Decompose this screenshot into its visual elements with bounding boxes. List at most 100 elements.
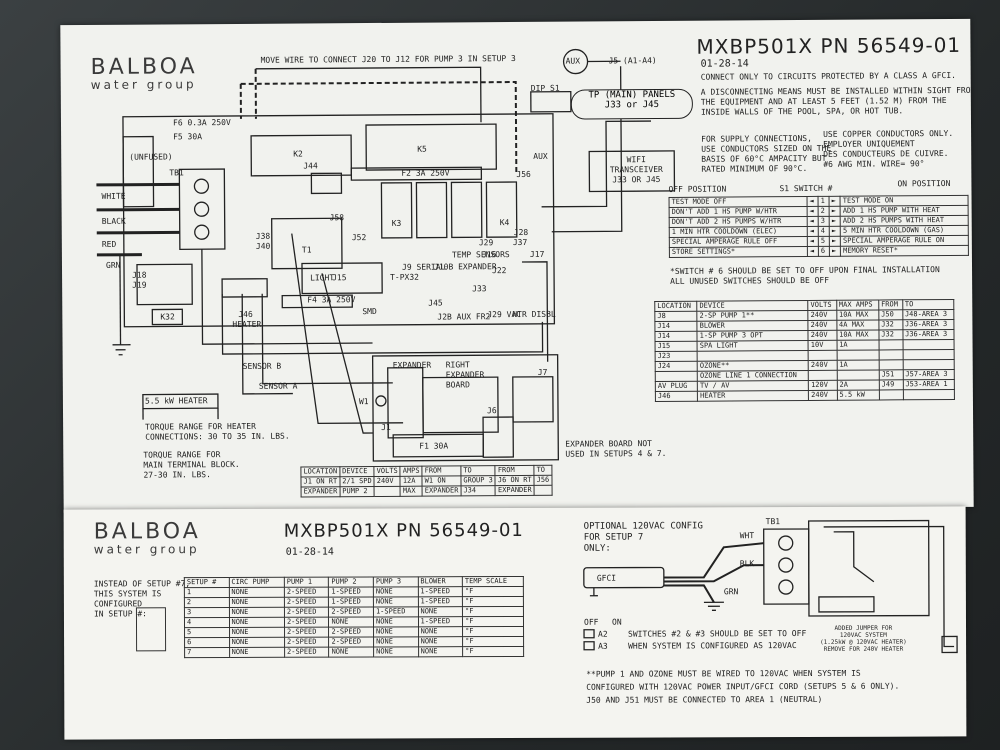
board-label: SENSOR A [258, 381, 298, 391]
table-cell: 4A MAX [836, 319, 879, 331]
board-label: F2 3A 250V [401, 168, 450, 178]
right-expander-line: RIGHT [445, 360, 470, 370]
table-cell: FROM [878, 299, 903, 310]
table-cell: 240V [808, 320, 837, 331]
table-cell [902, 359, 955, 370]
board-label: J7 [537, 367, 548, 377]
table-cell: J50 [878, 309, 903, 320]
wifi-line-2: TRANSCEIVER [609, 164, 663, 175]
table-cell: J34 [460, 485, 496, 496]
tb1-block [763, 528, 810, 605]
board-label: J58 [329, 213, 345, 223]
table-cell: 240V [808, 310, 837, 321]
table-cell: J56 [534, 475, 552, 486]
jumper-note: ADDED JUMPER FOR 120VAC SYSTEM (1.25kW @… [820, 625, 907, 653]
table-cell [808, 370, 837, 381]
board-label: J17 [529, 249, 545, 259]
table-cell: ◄ [807, 236, 819, 247]
table-cell: J24 [655, 361, 698, 372]
table-cell: ◄ [807, 206, 819, 217]
supply-notes-fr: USE COPPER CONDUCTORS ONLY. EMPLOYER UNI… [823, 129, 953, 170]
optional-config-svg [583, 519, 958, 654]
footnote: **PUMP 1 AND OZONE MUST BE WIRED TO 120V… [586, 667, 899, 707]
terminal-block [178, 168, 226, 251]
table-cell [902, 389, 955, 400]
table-cell: 240V [808, 390, 838, 401]
table-cell: TO [902, 299, 954, 310]
table-cell: ◄ [807, 216, 819, 227]
heater-element [142, 393, 219, 410]
table-cell: 2 [818, 206, 830, 217]
switch-a2-label: A2 [598, 629, 608, 639]
table-cell: 240V [374, 476, 401, 487]
switch-a3-label: A3 [598, 641, 608, 651]
aux-label: AUX [565, 56, 581, 66]
table-cell: J36-AREA 3 [902, 329, 955, 340]
table-cell: AMPS [400, 466, 423, 477]
table-cell: J36-AREA 3 [902, 319, 954, 330]
right-expander-label: RIGHT EXPANDER BOARD [446, 360, 485, 390]
table-cell [374, 486, 401, 497]
dip-off-header: OFF POSITION [668, 184, 727, 194]
table-cell: EXPANDER [422, 485, 461, 497]
wifi-line-3: J33 OR J45 [612, 174, 661, 185]
table-cell: J51 [879, 369, 903, 380]
table-cell: J6 ON RT [495, 475, 535, 486]
torque-line: 27-30 IN. LBS. [143, 470, 211, 480]
table-cell [902, 339, 955, 350]
board-label: J28 [513, 227, 529, 238]
table-cell: MAX AMPS [836, 299, 879, 311]
table-cell: J53-AREA 1 [902, 379, 955, 390]
blk-label: BLK [739, 559, 755, 569]
table-cell: 10V [808, 340, 837, 351]
table-cell: 5.5 kW [837, 389, 880, 401]
wifi-label: WIFI TRANSCEIVER J33 OR J45 [601, 155, 671, 185]
board-label: J45 [428, 298, 443, 308]
table-cell: MAX [400, 486, 423, 497]
board-label: J1 [381, 422, 391, 432]
board-label: TB1 [169, 168, 184, 178]
table-cell: MEMORY RESET* [840, 245, 969, 257]
wiring-diagram-sheet-top: BALBOA water group MXBP501X PN 56549-01 … [60, 18, 974, 514]
table-cell: J32 [878, 319, 903, 330]
switch-a2-text: SWITCHES #2 & #3 SHOULD BE SET TO OFF [628, 628, 807, 639]
board-label: AUX [533, 151, 548, 161]
table-cell: J57-AREA 3 [902, 369, 955, 380]
table-cell: 1 [818, 196, 830, 207]
table-cell: J8 [654, 311, 698, 322]
board-label: HEATER [232, 319, 262, 329]
table-cell: ► [829, 196, 841, 207]
table-cell [878, 339, 903, 350]
table-cell [878, 349, 903, 360]
supply-notes-en: FOR SUPPLY CONNECTIONS, USE CONDUCTORS S… [701, 134, 831, 175]
table-cell: LOCATION [300, 466, 340, 478]
wire-grn: GRN [105, 260, 121, 270]
wifi-box [588, 150, 676, 193]
board-label: J6 [486, 406, 497, 416]
board-label: SENSOR B [242, 361, 282, 371]
tb1-label: TB1 [765, 517, 781, 527]
table-cell: TO [460, 465, 496, 476]
board-label: J18 [132, 270, 147, 280]
table-cell: 120V [808, 380, 838, 391]
table-cell: 12A [400, 476, 423, 487]
table-cell: W1 ON [422, 475, 461, 487]
tp-panels-ports: J33 or J45 [604, 100, 660, 111]
board-label: J29 [478, 238, 494, 248]
board-label: F6 0.3A 250V [172, 117, 231, 128]
board-label: W1 [358, 397, 369, 407]
table-cell: J14 [654, 331, 698, 342]
table-cell: VOLTS [374, 466, 401, 477]
table-cell [878, 359, 903, 370]
table-cell: HEATER [697, 390, 809, 402]
expander-note: EXPANDER BOARD NOT USED IN SETUPS 4 & 7. [565, 439, 666, 460]
table-cell: J32 [878, 329, 903, 340]
table-cell: DEVICE [339, 466, 375, 477]
table-cell: 10A MAX [836, 309, 879, 321]
note-line: CONNECT ONLY TO CIRCUITS PROTECTED BY A … [700, 70, 956, 82]
footnote-line: CONFIGURED WITH 120VAC POWER INPUT/GFCI … [586, 681, 900, 692]
